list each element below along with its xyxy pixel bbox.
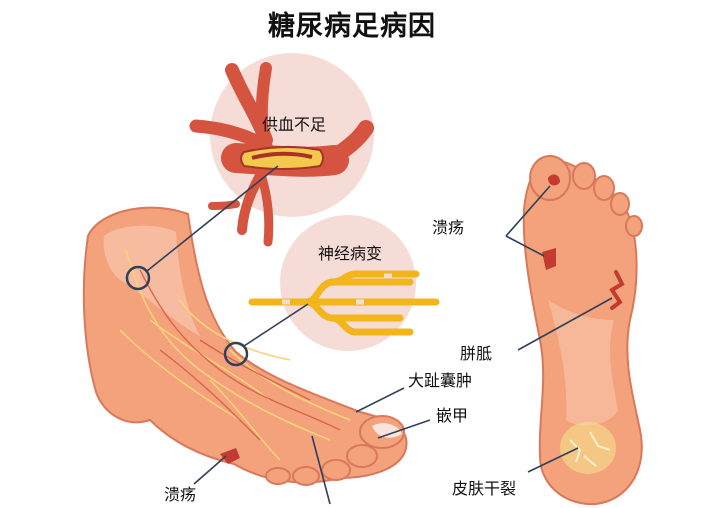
callus-crack-icon [609, 270, 625, 310]
foot-veins [119, 249, 351, 461]
toe-ulcer-icon [548, 174, 560, 186]
blood-supply-marker [125, 265, 151, 291]
toenail-icon [372, 423, 402, 438]
plaque-icon [251, 151, 313, 160]
neuropathy-label: 神经病变 [318, 244, 383, 263]
ulcer-left-label: 溃疡 [164, 485, 197, 504]
sole-highlight [548, 300, 618, 426]
ulcer-wound-icon [220, 448, 240, 464]
heel-crack-icon [569, 431, 611, 467]
heel-dry-skin-icon [560, 422, 616, 474]
artery-cross-section-icon [240, 145, 324, 170]
blood-supply-label: 供血不足 [262, 115, 327, 134]
dry-skin-label: 皮肤干裂 [452, 479, 517, 498]
neuropathy-marker [223, 341, 249, 367]
ulcer-right-label: 溃疡 [432, 218, 465, 237]
foot-arteries [139, 269, 341, 441]
ingrown-nail-label: 嵌甲 [436, 406, 469, 425]
leader-lines [146, 165, 613, 505]
nerve-damage-icon [282, 265, 400, 329]
sole-ulcer-icon [542, 248, 556, 270]
callus-label: 胼胝 [460, 344, 493, 363]
nerve-icon [248, 270, 440, 336]
page-title: 糖尿病足病因 [268, 11, 436, 42]
bunion-label: 大趾囊肿 [408, 371, 473, 390]
